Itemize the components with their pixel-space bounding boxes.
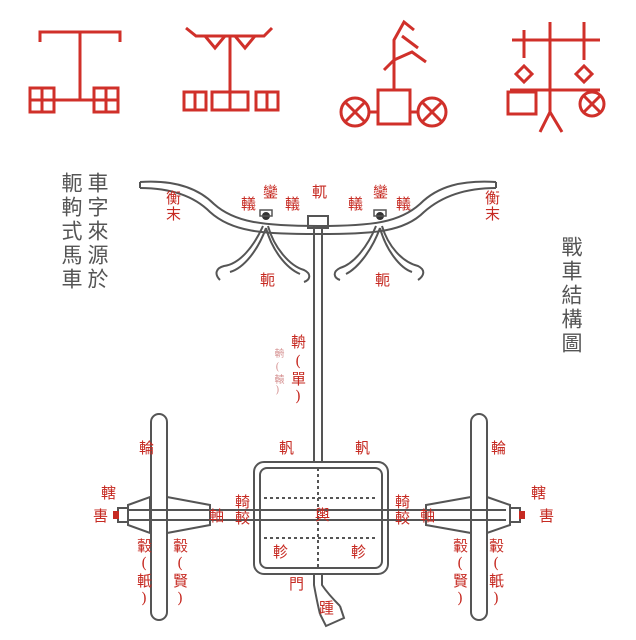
oracle-glyph-2: [182, 26, 280, 112]
oracle-glyph-4: [506, 22, 606, 133]
label-lun-left: 輪: [137, 440, 155, 456]
label-luan-right: 鑾: [371, 184, 389, 200]
label-dan-small: (轅): [272, 362, 283, 397]
yoke-saddle-right: [333, 225, 425, 281]
hub-left: [127, 495, 211, 535]
yoke-saddle-left: [215, 225, 311, 283]
label-zhou-small: 輈: [272, 348, 283, 359]
label-xian-left: 轙: [239, 196, 257, 212]
label-xian-right: 轙: [394, 196, 412, 212]
label-yi-jiao-left: 輢較: [233, 494, 251, 526]
label-zhou-axle-right: 軸: [418, 508, 436, 524]
label-fan-right: 軓: [353, 440, 371, 456]
label-zhong: 踵: [317, 600, 335, 616]
hub-right: [425, 495, 511, 535]
label-gu-right-inner: 轂(賢): [451, 538, 469, 608]
label-yi-left: 轙: [283, 196, 301, 212]
label-zhen-left: 軫: [271, 544, 289, 560]
label-lun-right: 輪: [489, 440, 507, 456]
title-right: 戰車結構圖: [559, 236, 583, 356]
title-left-col2: 軛軥式馬車: [59, 172, 83, 292]
label-yi-jiao-right: 輢較: [393, 494, 411, 526]
label-xia-right: 轄: [529, 485, 547, 501]
label-fan-left: 軓: [277, 440, 295, 456]
label-dan: (單): [289, 352, 307, 406]
label-yi-right: 轙: [346, 196, 364, 212]
wheel-right: [470, 413, 488, 621]
label-zhou-axle-left: 軸: [207, 508, 225, 524]
label-gu-right-outer: 轂(軝): [487, 538, 505, 608]
label-heng-mo-right: 衡末: [483, 190, 501, 222]
chariot-drawing: [117, 180, 521, 628]
label-e-right: 軛: [373, 272, 391, 288]
pole-zhou: [307, 215, 346, 628]
fittings: [113, 209, 525, 519]
label-xia-left: 轄: [99, 485, 117, 501]
car-box-yu: [253, 461, 389, 575]
linchpin-xia-left: [113, 511, 119, 519]
linchpin-xia-right: [519, 511, 525, 519]
label-men: 門: [287, 576, 305, 592]
yoke-heng: [139, 180, 497, 236]
label-luan-left: 鑾: [261, 184, 279, 200]
label-wei-right: 軎: [537, 508, 555, 524]
label-heng-mo-left: 衡末: [164, 190, 182, 222]
label-zhou-main: 輈: [289, 334, 307, 350]
label-gu-left-inner: 轂(賢): [171, 538, 189, 608]
title-left-col1: 車字來源於: [85, 172, 109, 292]
axle-cap-right: [509, 507, 521, 523]
label-e-left: 軛: [258, 272, 276, 288]
label-gu-left-outer: 轂(軝): [135, 538, 153, 608]
label-yu: 輿: [313, 507, 331, 523]
axle-cap-left: [117, 507, 129, 523]
label-wei-left: 軎: [91, 508, 109, 524]
label-zhen-right: 軫: [349, 544, 367, 560]
label-yue: 軏: [310, 184, 328, 200]
oracle-glyph-3: [339, 19, 448, 128]
oracle-glyph-1: [28, 30, 122, 114]
